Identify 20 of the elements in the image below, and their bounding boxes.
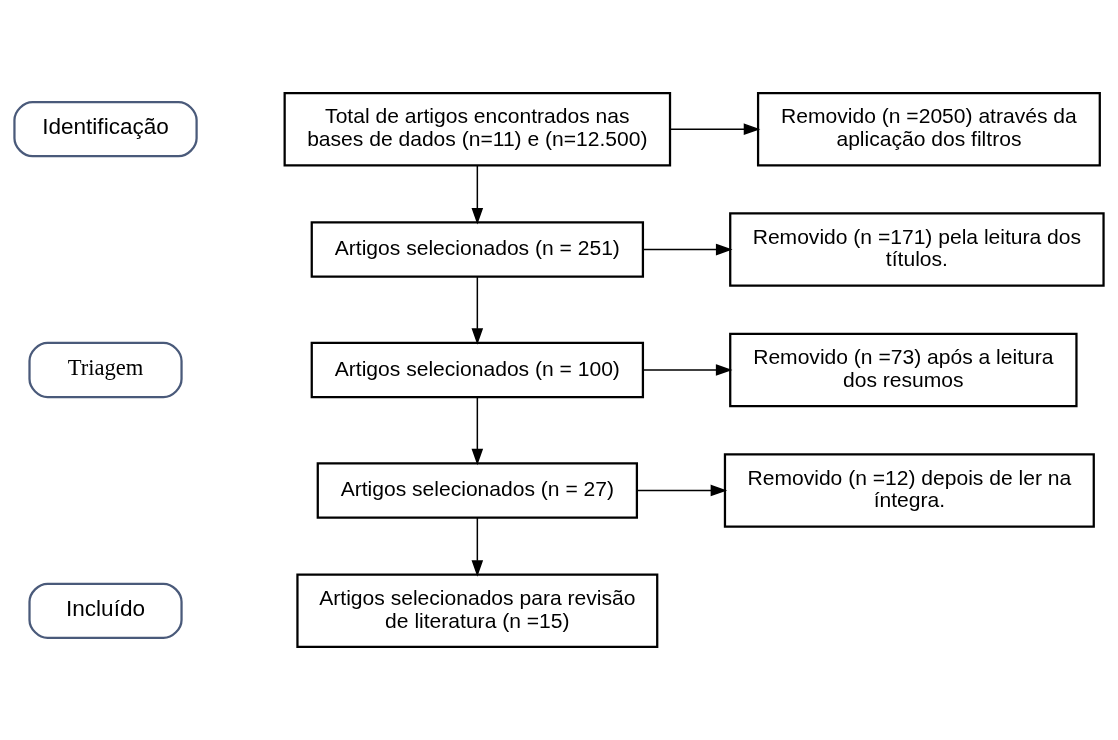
node-box: Incluído: [28, 582, 183, 640]
node-box: Artigos selecionados para revisão de literatura (n =15): [296, 573, 659, 649]
arrow: [642, 243, 733, 256]
arrow: [669, 123, 761, 135]
arrow: [471, 517, 484, 577]
node-box: Total de artigos encontrados nas bases de dados (n=11) e (n=12.500): [283, 91, 672, 167]
node-box: Identificação: [13, 100, 198, 158]
arrow: [471, 276, 484, 345]
node-box: Removido (n =12) depois de ler na íntegra.: [723, 453, 1095, 528]
node-box: Artigos selecionados (n = 251): [310, 221, 645, 278]
arrow: [636, 484, 728, 497]
node-box: Removido (n =2050) através da aplicação dos filtros: [756, 91, 1101, 167]
arrow: [642, 364, 733, 376]
node-box: Removido (n =171) pela leitura dos títulos.: [729, 212, 1105, 287]
node-box: Artigos selecionados (n = 100): [310, 341, 645, 399]
node-box: Removido (n =73) após a leitura dos resumos: [729, 332, 1078, 408]
node-box: Artigos selecionados (n = 27): [316, 462, 639, 519]
arrow: [471, 165, 484, 225]
node-box: Triagem: [28, 341, 183, 399]
arrow: [471, 396, 484, 466]
